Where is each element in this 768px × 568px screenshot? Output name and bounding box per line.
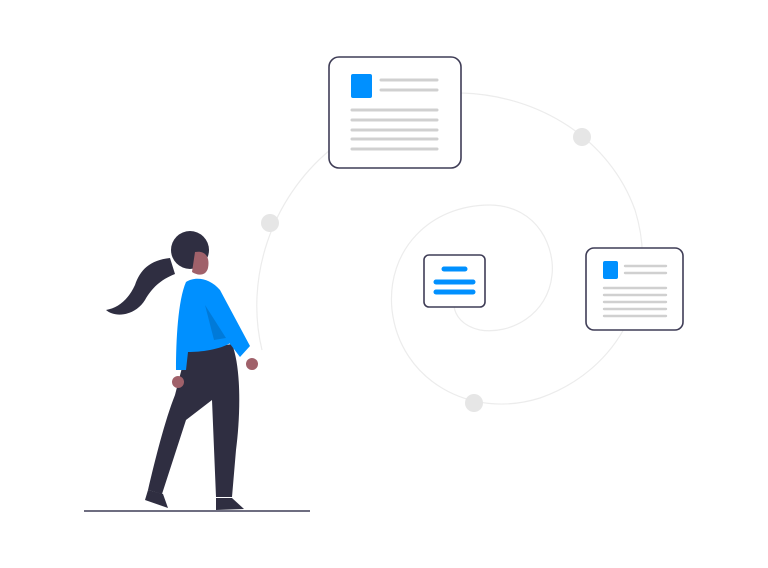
orbit-dot <box>261 214 279 232</box>
image-placeholder-icon <box>351 74 372 98</box>
woman-figure <box>106 231 258 510</box>
image-placeholder-icon <box>603 261 618 279</box>
orbit-dot <box>573 128 591 146</box>
document-card-small <box>585 247 684 331</box>
orbit-dot <box>465 394 483 412</box>
orbit-path <box>256 92 643 405</box>
menu-card <box>423 254 486 308</box>
document-card-large <box>328 56 462 169</box>
menu-lines-icon <box>433 266 476 295</box>
